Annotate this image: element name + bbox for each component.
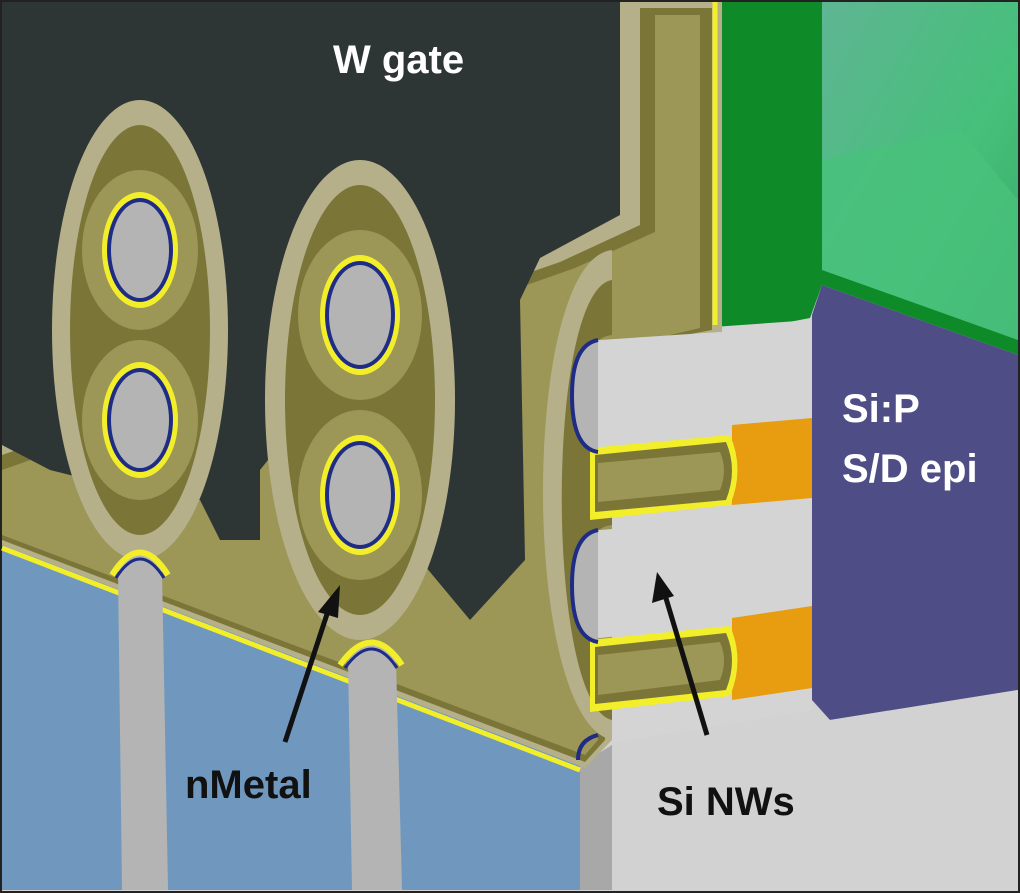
silicon-fins bbox=[109, 549, 405, 890]
arrow-nanowires bbox=[652, 572, 710, 736]
metal-label: nMetal bbox=[185, 763, 312, 807]
contact-upper bbox=[732, 418, 812, 505]
silicon-base-edge bbox=[580, 745, 612, 890]
nanowires-label: Si NWs bbox=[657, 780, 795, 824]
spacer-green bbox=[722, 2, 1018, 355]
silicon-base bbox=[600, 690, 1018, 890]
nanowires-horizontal bbox=[569, 332, 738, 761]
contact-lower bbox=[732, 606, 812, 700]
epi-label-line2: S/D epi bbox=[842, 447, 978, 491]
epi-region bbox=[812, 285, 1018, 720]
nanowire-column-left bbox=[52, 100, 228, 560]
epi-label-line1: Si:P bbox=[842, 387, 920, 431]
gate-label: W gate bbox=[333, 38, 464, 82]
arrow-nmetal bbox=[282, 585, 340, 743]
nanowire-column-middle bbox=[265, 160, 455, 640]
work-metal-bottom-edge bbox=[1, 545, 581, 773]
